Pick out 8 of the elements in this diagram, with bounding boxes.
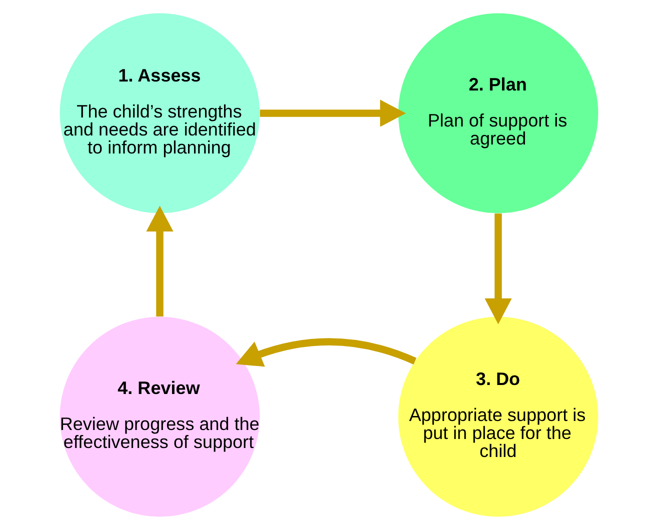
- node-circle: 2. Plan Plan of support is agreed: [398, 13, 598, 214]
- arrow: [260, 100, 406, 127]
- arrow: [236, 338, 416, 367]
- arrow: [146, 206, 174, 316]
- node-circle: 3. Do Appropriate support is put in place for the child: [398, 316, 598, 517]
- arrow: [484, 213, 512, 324]
- node-circle: 4. Review Review progress and the effectiveness of support: [60, 316, 260, 517]
- node-circle: 1. Assess The child’s strengths and needs are identified to inform planning: [60, 13, 260, 214]
